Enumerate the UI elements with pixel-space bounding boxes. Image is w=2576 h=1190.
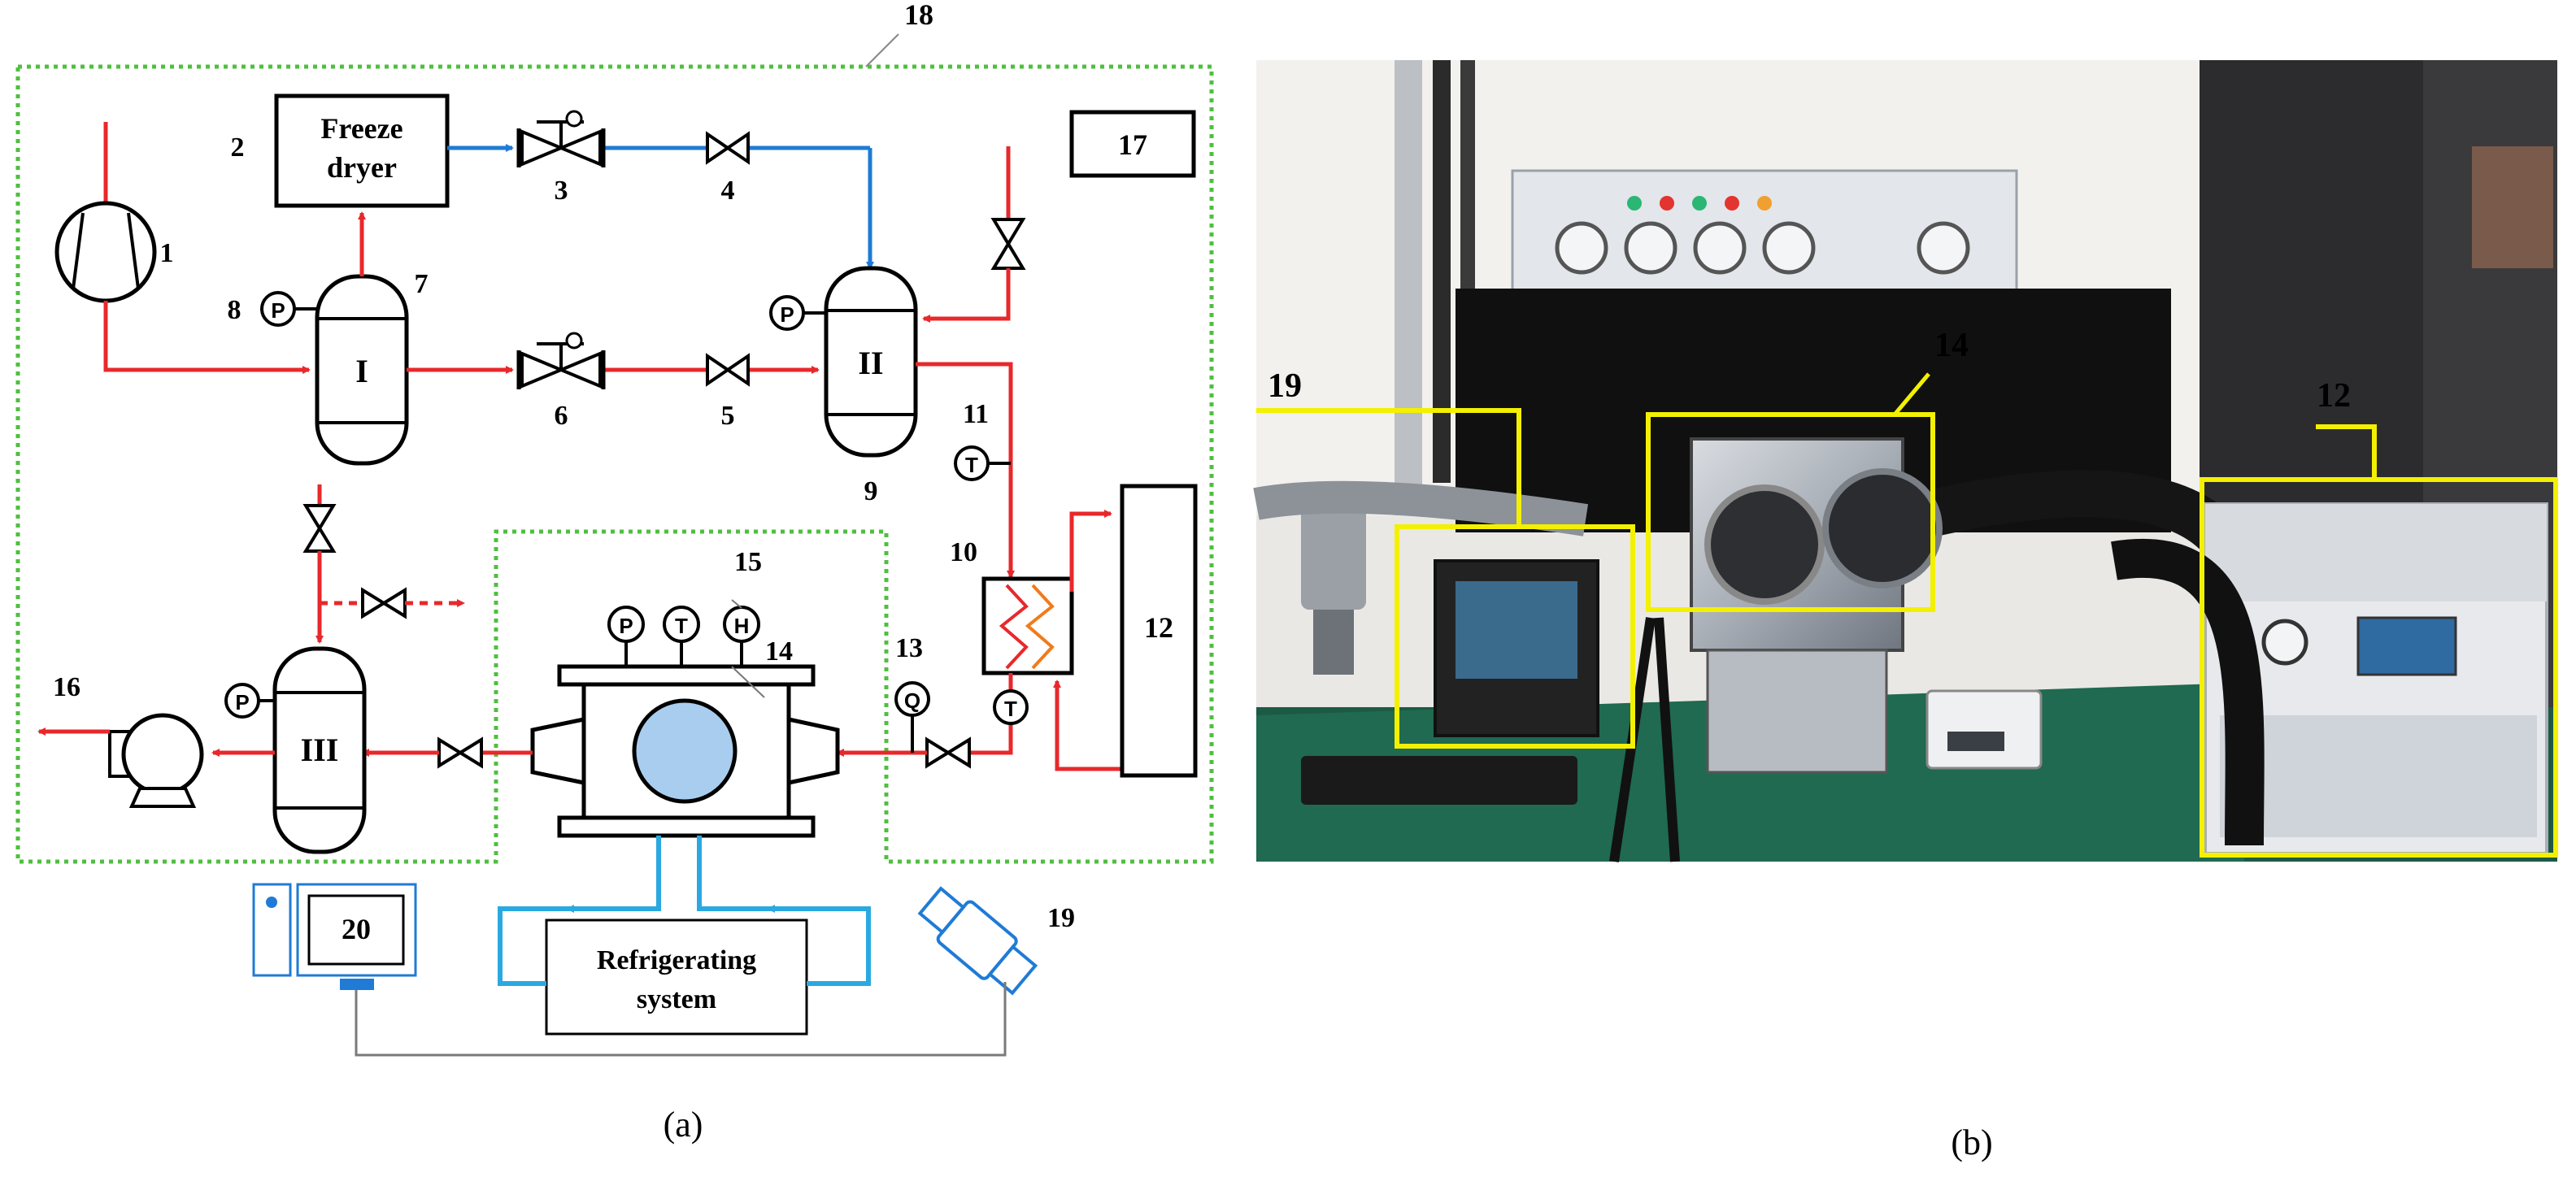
label-6: 6 xyxy=(555,401,568,431)
highlight-chamber xyxy=(1646,412,1935,612)
label-3: 3 xyxy=(555,176,568,206)
tank-ii: II 9 xyxy=(824,266,918,506)
caption-b: (b) xyxy=(1951,1123,1992,1162)
label-16: 16 xyxy=(53,672,80,702)
svg-text:P: P xyxy=(780,302,794,327)
svg-text:dryer: dryer xyxy=(327,151,397,184)
valve-chamber-inlet xyxy=(925,736,971,769)
vacuum-pump-16: 16 xyxy=(53,672,204,808)
svg-text:12: 12 xyxy=(1144,611,1173,644)
svg-text:III: III xyxy=(301,732,339,768)
svg-text:Refrigerating: Refrigerating xyxy=(597,945,756,975)
label-14-a: 14 xyxy=(765,636,793,667)
svg-text:P: P xyxy=(619,614,633,638)
tank-i: I 7 xyxy=(315,269,429,466)
svg-text:P: P xyxy=(235,690,249,714)
caption-a: (a) xyxy=(664,1105,703,1144)
heat-exchanger-10: 10 xyxy=(950,537,1074,675)
controller-17: 17 xyxy=(1069,110,1196,178)
label-10: 10 xyxy=(950,537,977,567)
label-8: 8 xyxy=(228,295,242,325)
svg-text:T: T xyxy=(675,614,688,638)
system-boundary xyxy=(15,64,1214,864)
inlet-valve-tank-ii xyxy=(922,146,1026,323)
svg-text:T: T xyxy=(1004,697,1017,721)
refrigerating-system: Refrigerating system xyxy=(545,919,808,1036)
tank-iii: III xyxy=(272,646,367,854)
label-14-b: 14 xyxy=(1934,327,1969,364)
svg-text:Freeze: Freeze xyxy=(320,112,402,145)
camera-19: 19 xyxy=(917,886,1075,996)
regulating-valve-3: 3 xyxy=(516,110,606,206)
highlight-chiller xyxy=(2200,477,2558,858)
label-1: 1 xyxy=(160,238,174,268)
chiller-12: 12 xyxy=(1120,484,1198,778)
svg-text:system: system xyxy=(637,984,716,1014)
svg-text:20: 20 xyxy=(342,913,371,945)
regulating-valve-6: 6 xyxy=(516,332,606,431)
test-chamber-14: 14 xyxy=(530,636,840,838)
pressure-sensor-tank-ii: P xyxy=(769,295,826,331)
boundary-label-leader xyxy=(865,33,899,67)
label-13: 13 xyxy=(895,633,923,663)
valve-5: 5 xyxy=(706,353,750,431)
leader-12 xyxy=(2316,424,2377,480)
chamber-sensors-15: P T H 15 xyxy=(607,547,762,667)
label-4: 4 xyxy=(721,176,735,206)
label-12-b: 12 xyxy=(2317,377,2351,415)
pressure-sensor-tank-iii: P xyxy=(224,683,275,719)
flow-sensor-13: Q 13 xyxy=(894,633,930,753)
label-18: 18 xyxy=(904,0,933,31)
svg-text:Q: Q xyxy=(904,688,920,713)
data-line xyxy=(355,982,1007,1057)
photo-panel-b: 19 14 12 (b) xyxy=(1253,60,2558,1162)
freeze-dryer: Freeze dryer 2 xyxy=(231,93,450,208)
label-5: 5 xyxy=(721,401,735,431)
svg-text:II: II xyxy=(858,345,883,381)
temp-sensor-outlet: T xyxy=(993,689,1029,725)
label-15: 15 xyxy=(734,547,762,577)
label-11: 11 xyxy=(963,399,989,429)
schematic-panel-a: 18 1 I 7 P 8 Freeze xyxy=(15,0,1214,1144)
label-19-b: 19 xyxy=(1268,367,1302,405)
pressure-sensor-8: P 8 xyxy=(228,291,317,327)
svg-text:P: P xyxy=(271,298,285,323)
label-2: 2 xyxy=(231,132,245,163)
observation-window xyxy=(632,698,738,804)
leader-19 xyxy=(1256,408,1521,527)
label-19-a: 19 xyxy=(1047,903,1075,933)
svg-text:17: 17 xyxy=(1118,128,1147,161)
label-9: 9 xyxy=(864,476,878,506)
temp-sensor-11: T 11 xyxy=(954,399,1011,481)
valve-chamber-outlet xyxy=(437,736,483,769)
highlight-camera xyxy=(1395,524,1635,749)
svg-text:T: T xyxy=(965,453,978,477)
computer-20: 20 xyxy=(252,883,417,990)
svg-text:I: I xyxy=(355,353,368,389)
inlet-valve-tank-iii xyxy=(302,484,465,644)
label-7: 7 xyxy=(415,269,429,299)
leader-14 xyxy=(1893,372,1930,416)
svg-text:H: H xyxy=(734,614,750,638)
valve-4: 4 xyxy=(706,131,750,206)
compressor: 1 xyxy=(54,122,174,303)
